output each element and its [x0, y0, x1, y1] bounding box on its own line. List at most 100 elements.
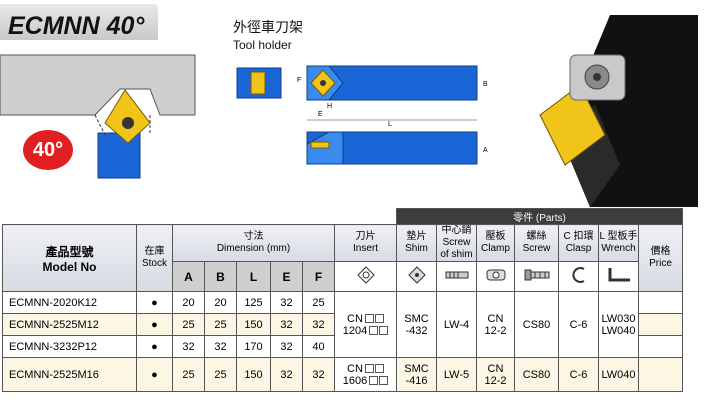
clamp-icon-cell: [476, 261, 515, 292]
wrench-cell-group2: LW040: [598, 357, 639, 392]
screw-of-shim-cell-group1: LW-4: [436, 291, 477, 358]
shim-header-zh: 墊片: [406, 231, 427, 242]
clamp-cell-group2: CN 12-2: [476, 357, 515, 392]
clamp-code: CN: [487, 362, 504, 375]
insert-size: 1606: [342, 374, 368, 387]
parts-header: 零件 (Parts): [396, 208, 683, 225]
stock-header: 在庫 Stock: [136, 224, 173, 292]
product-title: ECMNN 40°: [8, 12, 145, 40]
screw-of-shim-header: 中心銷 Screw of shim: [436, 224, 477, 262]
shim-icon-cell: [396, 261, 437, 292]
spec-table: 零件 (Parts) 產品型號 Model No 在庫 Stock 寸法 Dim…: [2, 208, 683, 392]
wrench-code-1: LW030: [601, 312, 636, 325]
tool-holder-drawing: F B H E L A: [236, 65, 488, 165]
stock-header-en: Stock: [141, 258, 167, 269]
insert-cell-group2: CN 1606: [334, 357, 397, 392]
dimension-header-zh: 寸法: [243, 231, 264, 242]
wrench-code-2: LW040: [601, 324, 636, 337]
shim-code: SMC: [404, 312, 429, 325]
dim-A-cell: 25: [172, 357, 205, 392]
subtitle-zh: 外徑車刀架: [233, 19, 303, 35]
table-row: ECMNN-2525M16 ● 25 25 150 32 32 CN 1606 …: [2, 357, 683, 392]
shim-header-en: Shim: [405, 243, 428, 254]
dim-F-cell: 25: [302, 291, 335, 314]
dim-E-cell: 32: [270, 291, 303, 314]
clasp-cell-group2: C-6: [558, 357, 599, 392]
clasp-header: C 扣環 Clasp: [558, 224, 599, 262]
clamp-number: 12-2: [484, 324, 507, 337]
dim-col-A: A: [172, 261, 205, 292]
dim-A-cell: 32: [172, 335, 205, 358]
stock-cell: ●: [136, 313, 173, 336]
shim-cell-group1: SMC -432: [396, 291, 437, 358]
model-cell: ECMNN-2525M12: [2, 313, 137, 336]
screw-of-shim-header-en1: Screw: [442, 237, 471, 248]
screw-of-shim-header-en2: of shim: [440, 249, 473, 260]
wrench-header: L 型板手 Wrench: [598, 224, 639, 262]
clasp-header-en: Clasp: [565, 243, 592, 254]
dim-L-cell: 170: [236, 335, 271, 358]
workpiece-schematic: [0, 54, 196, 179]
dim-E-cell: 32: [270, 357, 303, 392]
price-cell: [638, 291, 683, 314]
dim-col-L: L: [236, 261, 271, 292]
dim-B-cell: 20: [204, 291, 237, 314]
shim-number: -416: [405, 374, 428, 387]
insert-icon: [356, 266, 375, 284]
screw-of-shim-icon: [445, 271, 468, 279]
wrench-icon: [608, 268, 630, 282]
clasp-header-zh: C 扣環: [563, 231, 594, 242]
insert-type: CN: [347, 362, 363, 375]
dim-B-cell: 25: [204, 357, 237, 392]
label-E: E: [318, 111, 323, 118]
shim-code: SMC: [404, 362, 429, 375]
insert-header-en: Insert: [352, 243, 378, 254]
screw-icon-cell: [514, 261, 559, 292]
clamp-icon: [486, 269, 505, 281]
stock-cell: ●: [136, 291, 173, 314]
screw-of-shim-header-zh: 中心銷: [441, 225, 472, 237]
dim-col-F: F: [302, 261, 335, 292]
insert-photo: [539, 84, 606, 166]
dim-F-cell: 32: [302, 357, 335, 392]
dim-col-B: B: [204, 261, 237, 292]
clamp-header-zh: 壓板: [485, 231, 506, 242]
clasp-icon: [571, 267, 585, 283]
dimension-header-en: Dimension (mm): [216, 243, 291, 254]
screw-cell-group1: CS80: [514, 291, 559, 358]
dim-L-cell: 150: [236, 313, 271, 336]
price-header-en: Price: [649, 258, 672, 269]
price-cell: [638, 313, 683, 336]
model-header-zh: 產品型號: [45, 244, 94, 259]
screw-header-en: Screw: [522, 243, 551, 254]
price-header-zh: 價格: [650, 246, 671, 257]
screw-of-shim-cell-group2: LW-5: [436, 357, 477, 392]
label-A: A: [483, 147, 488, 154]
shim-cell-group2: SMC -416: [396, 357, 437, 392]
model-header-en: Model No: [42, 259, 97, 274]
dim-B-cell: 25: [204, 313, 237, 336]
angle-badge: 40°: [23, 130, 73, 170]
clamp-cell-group1: CN 12-2: [476, 291, 515, 358]
shim-header: 墊片 Shim: [396, 224, 437, 262]
stock-cell: ●: [136, 357, 173, 392]
dimension-header: 寸法 Dimension (mm): [172, 224, 335, 262]
price-header: 價格 Price: [638, 224, 683, 292]
price-cell: [638, 335, 683, 358]
clamp-number: 12-2: [484, 374, 507, 387]
dim-A-cell: 25: [172, 313, 205, 336]
screw-cell-group2: CS80: [514, 357, 559, 392]
screw-header: 螺絲 Screw: [514, 224, 559, 262]
screw-icon: [524, 269, 549, 281]
clamp-header: 壓板 Clamp: [476, 224, 515, 262]
wrench-header-zh: L 型板手: [599, 231, 638, 242]
wrench-header-en: Wrench: [601, 243, 636, 254]
dim-A-cell: 20: [172, 291, 205, 314]
insert-size: 1204: [342, 324, 368, 337]
label-H: H: [327, 103, 332, 110]
clamp-code: CN: [487, 312, 504, 325]
screw-of-shim-icon-cell: [436, 261, 477, 292]
product-photo: [539, 15, 698, 207]
workpiece-shape: [0, 54, 196, 116]
stock-cell: ●: [136, 335, 173, 358]
